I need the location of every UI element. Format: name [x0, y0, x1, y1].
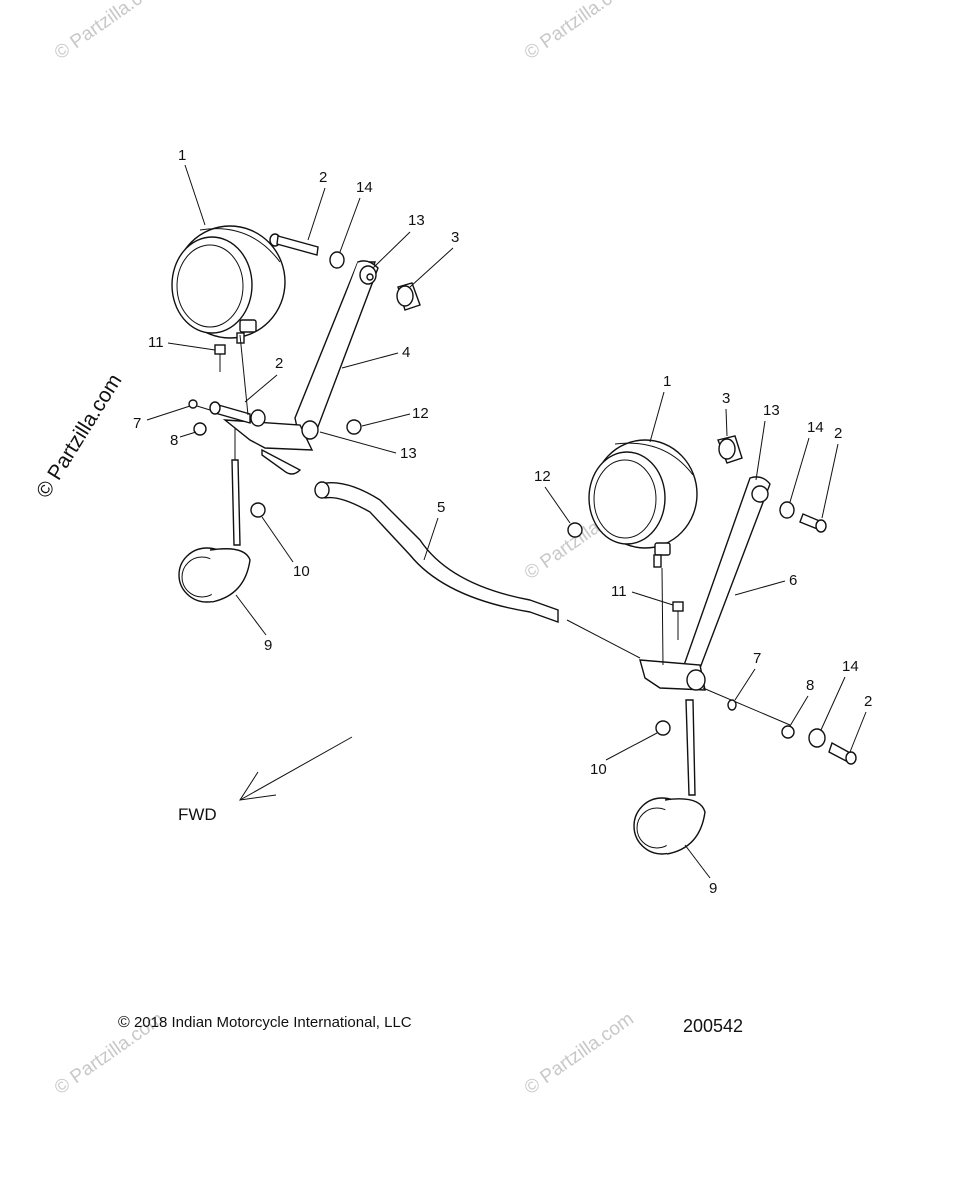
bolt-top-left	[269, 233, 319, 256]
screw-right	[672, 601, 684, 640]
callout-2-top-left: 2	[319, 169, 327, 186]
copyright-text: 2018 Indian Motorcycle International, LL…	[133, 1014, 412, 1031]
nut-right	[781, 725, 795, 739]
callout-12-left: 12	[412, 405, 429, 422]
bracket-right	[639, 476, 771, 691]
washer-right-bottom	[808, 728, 826, 748]
callout-7-right: 7	[753, 650, 761, 667]
callout-4: 4	[402, 344, 410, 361]
bolt-right-top	[799, 513, 827, 533]
callout-9-right: 9	[709, 880, 717, 897]
callout-8-right: 8	[806, 677, 814, 694]
turn-signal-left	[178, 459, 251, 603]
callouts: 1 2 14 13 3 11 2 4 7 12 8 13 5 10 9 1 3 …	[133, 147, 872, 897]
washer-top-left	[329, 251, 345, 269]
callout-10-left: 10	[293, 563, 310, 580]
direction-label: FWD	[178, 805, 217, 824]
callout-2-mid-left: 2	[275, 355, 283, 372]
callout-13-mid-left: 13	[400, 445, 417, 462]
callout-1-left: 1	[178, 147, 186, 164]
headlamp-right	[588, 439, 698, 568]
callout-14-top-left: 14	[356, 179, 373, 196]
copyright-notice: © 2018 Indian Motorcycle International, …	[118, 1014, 412, 1032]
bushing-top-left	[396, 282, 421, 311]
bushing-right	[717, 435, 743, 464]
callout-3-top-left: 3	[451, 229, 459, 246]
hex-nut-right	[655, 720, 671, 736]
callout-2-right-bottom: 2	[864, 693, 872, 710]
callout-13-right: 13	[763, 402, 780, 419]
bracket-left	[222, 260, 379, 475]
callout-12-right: 12	[534, 468, 551, 485]
watermarks: © Partzilla.com © Partzilla.com © Partzi…	[51, 0, 638, 1099]
washer-right-top	[779, 501, 795, 519]
grommet-left	[346, 419, 362, 435]
nut-left	[193, 422, 207, 436]
grommet-right	[567, 522, 583, 538]
screw-left	[214, 344, 226, 372]
watermark-bottom-right: © Partzilla.com	[521, 1008, 638, 1099]
callout-14-right-top: 14	[807, 419, 824, 436]
forward-arrow	[238, 736, 353, 801]
callout-14-right-bottom: 14	[842, 658, 859, 675]
callout-10-right: 10	[590, 761, 607, 778]
crossbar	[314, 481, 641, 659]
turn-signal-right	[633, 699, 706, 855]
hex-nut-left	[250, 502, 266, 518]
callout-6: 6	[789, 572, 797, 589]
headlamp-left	[171, 225, 286, 344]
callout-11-right: 11	[611, 583, 627, 600]
bolt-mid-left	[209, 401, 266, 427]
callout-8-left: 8	[170, 432, 178, 449]
callout-3-right: 3	[722, 390, 730, 407]
callout-11-left: 11	[148, 334, 164, 351]
watermark-top-right: © Partzilla.com	[521, 0, 638, 64]
bolt-right-bottom	[828, 741, 857, 765]
callout-5: 5	[437, 499, 445, 516]
watermark-top-left: © Partzilla.com	[51, 0, 168, 64]
callout-7-left: 7	[133, 415, 141, 432]
figure-number: 200542	[683, 1016, 744, 1036]
callout-1-right: 1	[663, 373, 671, 390]
small-bolt-right	[727, 699, 737, 711]
small-bolt-left	[188, 399, 211, 411]
callout-2-right-top: 2	[834, 425, 842, 442]
copyright-symbol: ©	[118, 1014, 130, 1031]
callout-9-left: 9	[264, 637, 272, 654]
callout-13-top-left: 13	[408, 212, 425, 229]
